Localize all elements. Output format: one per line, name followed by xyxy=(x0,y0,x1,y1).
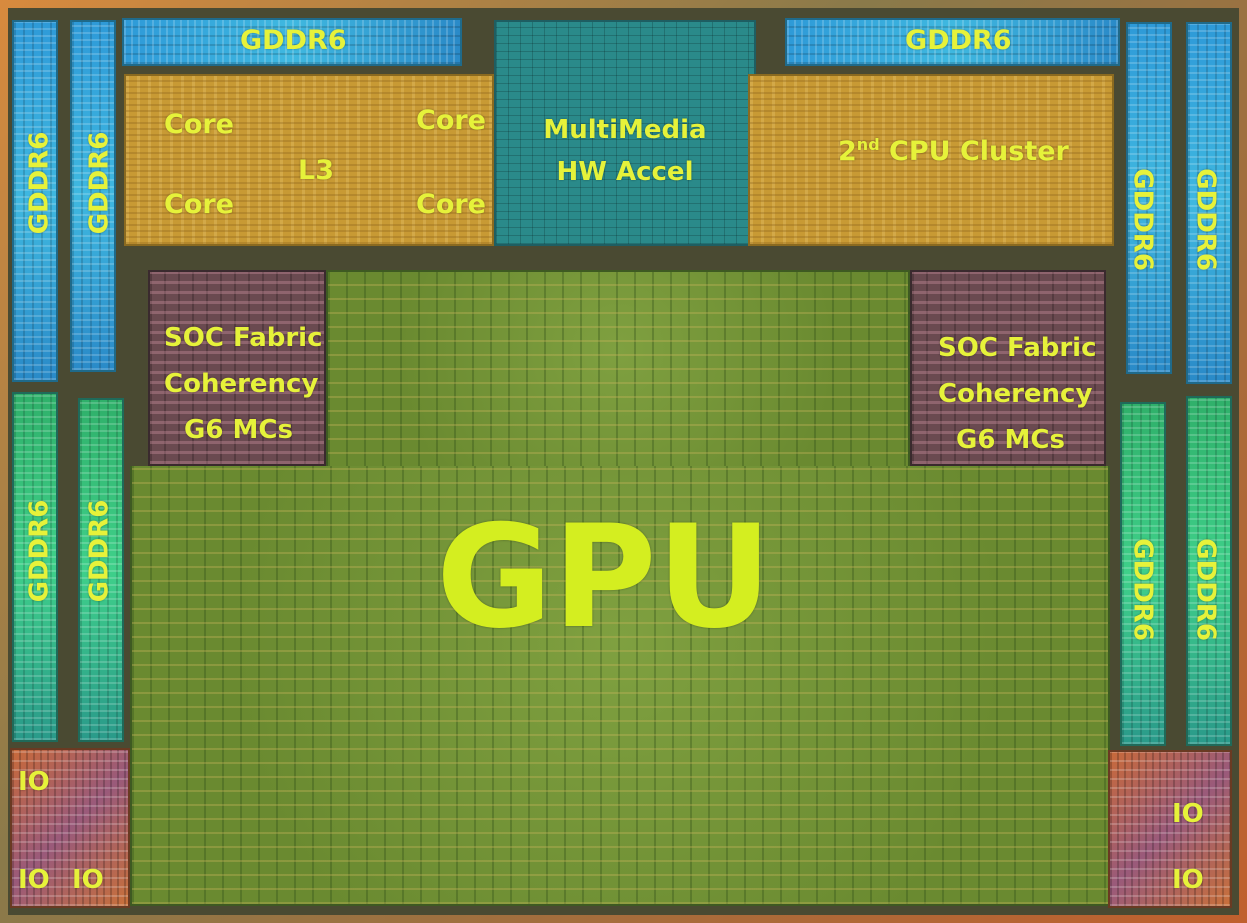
gddr6-right-outer-top-label: GDDR6 xyxy=(1190,168,1221,271)
multimedia-label-line1: MultiMedia xyxy=(543,115,707,145)
soc-fabric-left-line2: Coherency xyxy=(164,369,319,399)
core-label-bottom-right: Core xyxy=(416,189,486,220)
gpu-upper xyxy=(326,270,910,470)
core-label-top-right: Core xyxy=(416,105,486,136)
soc-fabric-right xyxy=(910,270,1106,466)
l3-cache-label: L3 xyxy=(298,155,334,186)
gddr6-right-outer-bottom xyxy=(1186,396,1232,746)
gddr6-top-left xyxy=(122,18,462,66)
io-label-right-bottom: IO xyxy=(1172,865,1204,895)
soc-fabric-left-line3: G6 MCs xyxy=(184,415,293,445)
soc-fabric-left-line1: SOC Fabric xyxy=(164,323,323,353)
gddr6-right-inner-top xyxy=(1126,22,1172,374)
gddr6-left-outer-bottom xyxy=(12,392,58,742)
io-block-right xyxy=(1108,750,1232,908)
multimedia-label-line2: HW Accel xyxy=(556,157,694,187)
cpu-cluster-1 xyxy=(124,74,494,246)
gddr6-right-outer-top xyxy=(1186,22,1232,384)
gddr6-left-outer-top-label: GDDR6 xyxy=(24,131,55,235)
gpu-label: GPU xyxy=(436,495,772,660)
gddr6-right-outer-bottom-label: GDDR6 xyxy=(1190,538,1221,641)
gpu-main xyxy=(130,466,1110,906)
gddr6-left-outer-top xyxy=(12,20,58,382)
gddr6-left-inner-top-label: GDDR6 xyxy=(84,131,115,235)
core-label-top-left: Core xyxy=(164,109,234,140)
io-label-right-top: IO xyxy=(1172,799,1204,829)
gddr6-top-right xyxy=(785,18,1120,66)
gddr6-top-right-label: GDDR6 xyxy=(905,25,1012,56)
gddr6-left-inner-bottom-label: GDDR6 xyxy=(84,499,115,603)
gddr6-left-outer-bottom-label: GDDR6 xyxy=(24,499,55,603)
cpu-cluster-2-label: 2nd CPU Cluster xyxy=(838,135,1069,167)
io-block-left xyxy=(10,748,130,908)
gddr6-top-left-label: GDDR6 xyxy=(240,25,347,56)
gddr6-left-inner-top xyxy=(70,20,116,372)
soc-fabric-left xyxy=(148,270,326,466)
io-label-left-bottom-2: IO xyxy=(72,865,104,895)
gddr6-left-inner-bottom xyxy=(78,398,124,742)
io-label-left-top: IO xyxy=(18,767,50,797)
cpu-cluster-2 xyxy=(748,74,1114,246)
gddr6-right-inner-top-label: GDDR6 xyxy=(1127,168,1158,271)
soc-fabric-right-line3: G6 MCs xyxy=(956,425,1065,455)
io-label-left-bottom-1: IO xyxy=(18,865,50,895)
soc-fabric-right-line2: Coherency xyxy=(938,379,1093,409)
gddr6-right-inner-bottom xyxy=(1120,402,1166,746)
gddr6-right-inner-bottom-label: GDDR6 xyxy=(1127,538,1158,641)
core-label-bottom-left: Core xyxy=(164,189,234,220)
soc-fabric-right-line1: SOC Fabric xyxy=(938,333,1097,363)
